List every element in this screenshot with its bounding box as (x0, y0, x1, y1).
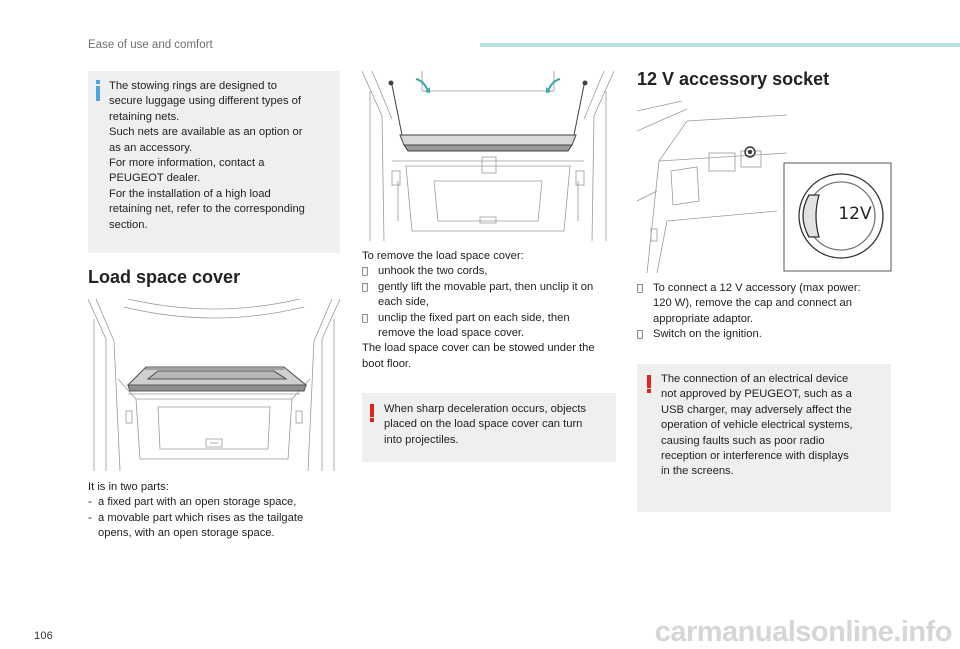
section-color-bar (480, 43, 960, 47)
page-number: 106 (34, 630, 53, 642)
load-space-cover-heading: Load space cover (88, 267, 241, 287)
load-space-cover-illustration (88, 299, 340, 471)
checkbox-bullet-icon:  (637, 281, 643, 296)
step-text: To connect a 12 V accessory (max power: (653, 282, 861, 294)
step-text: Switch on the ignition. (653, 328, 762, 341)
checkbox-bullet-icon:  (362, 280, 368, 295)
warning-box: The connection of an electrical device n… (637, 364, 891, 512)
step-text: remove the load space cover. (378, 327, 525, 340)
warning-line: placed on the load space cover can turn (384, 418, 583, 431)
info-line: secure luggage using different types of (109, 95, 301, 108)
dash-bullet: - (88, 496, 92, 509)
watermark: carmanualsonline.info (654, 616, 953, 648)
parts-intro: It is in two parts: (88, 481, 169, 493)
info-line: For the installation of a high load (109, 187, 271, 200)
load-space-cover-description: It is in two parts: - a fixed part with … (88, 480, 340, 542)
info-line: retaining net, refer to the correspondin… (109, 203, 305, 216)
info-line: PEUGEOT dealer. (109, 172, 201, 185)
warning-box: When sharp deceleration occurs, objects … (362, 393, 616, 462)
step-text: each side, (378, 296, 429, 309)
info-line: as an accessory. (109, 141, 193, 154)
warning-line: USB charger, may adversely affect the (661, 403, 852, 416)
step-item:  Switch on the ignition. (637, 327, 897, 342)
checkbox-bullet-icon:  (637, 327, 643, 342)
step-item:  gently lift the movable part, then unc… (362, 280, 622, 311)
step-item:  unclip the fixed part on each side, th… (362, 311, 622, 342)
warning-icon (370, 404, 374, 422)
warning-line: into projectiles. (384, 433, 459, 446)
removal-intro: To remove the load space cover: (362, 250, 524, 262)
step-text: appropriate adaptor. (653, 312, 754, 325)
section-title: Ease of use and comfort (88, 39, 213, 51)
warning-line: operation of vehicle electrical systems, (661, 419, 853, 432)
step-text: unhook the two cords, (378, 265, 488, 278)
list-item-text: a fixed part with an open storage space, (98, 496, 297, 509)
warning-icon (647, 375, 651, 393)
step-text: gently lift the movable part, then uncli… (378, 280, 594, 293)
cover-removal-instructions: To remove the load space cover:  unhook… (362, 249, 622, 372)
info-box: The stowing rings are designed to secure… (88, 71, 340, 253)
warning-line: causing faults such as poor radio (661, 434, 825, 447)
warning-line: When sharp deceleration occurs, objects (384, 403, 587, 415)
info-line: section. (109, 218, 148, 231)
list-item: - a movable part which rises as the tail… (88, 511, 340, 542)
dash-bullet: - (88, 511, 92, 524)
accessory-socket-heading: 12 V accessory socket (637, 69, 830, 89)
info-line: The stowing rings are designed to (109, 80, 277, 92)
step-text: unclip the fixed part on each side, then (378, 311, 570, 324)
list-item: - a fixed part with an open storage spac… (88, 495, 340, 510)
accessory-socket-instructions:  To connect a 12 V accessory (max power… (637, 281, 897, 343)
checkbox-bullet-icon:  (362, 311, 368, 326)
list-item-text: opens, with an open storage space. (98, 527, 275, 540)
accessory-socket-illustration: 12V (637, 101, 892, 273)
step-item:  unhook the two cords, (362, 264, 622, 279)
warning-line: reception or interference with displays (661, 450, 849, 463)
warning-line: The connection of an electrical device (661, 373, 849, 385)
stow-note: The load space cover can be stowed under… (362, 342, 595, 355)
stow-note: boot floor. (362, 357, 412, 370)
cover-removal-illustration (362, 71, 614, 241)
info-line: Such nets are available as an option or (109, 126, 303, 139)
warning-line: in the screens. (661, 465, 734, 478)
step-item:  To connect a 12 V accessory (max power… (637, 281, 897, 327)
checkbox-bullet-icon:  (362, 264, 368, 279)
socket-label: 12V (838, 204, 872, 224)
info-icon (96, 80, 100, 101)
warning-line: not approved by PEUGEOT, such as a (661, 388, 852, 401)
info-line: For more information, contact a (109, 157, 265, 170)
list-item-text: a movable part which rises as the tailga… (98, 511, 304, 524)
info-line: retaining nets. (109, 110, 180, 123)
step-text: 120 W), remove the cap and connect an (653, 297, 853, 310)
